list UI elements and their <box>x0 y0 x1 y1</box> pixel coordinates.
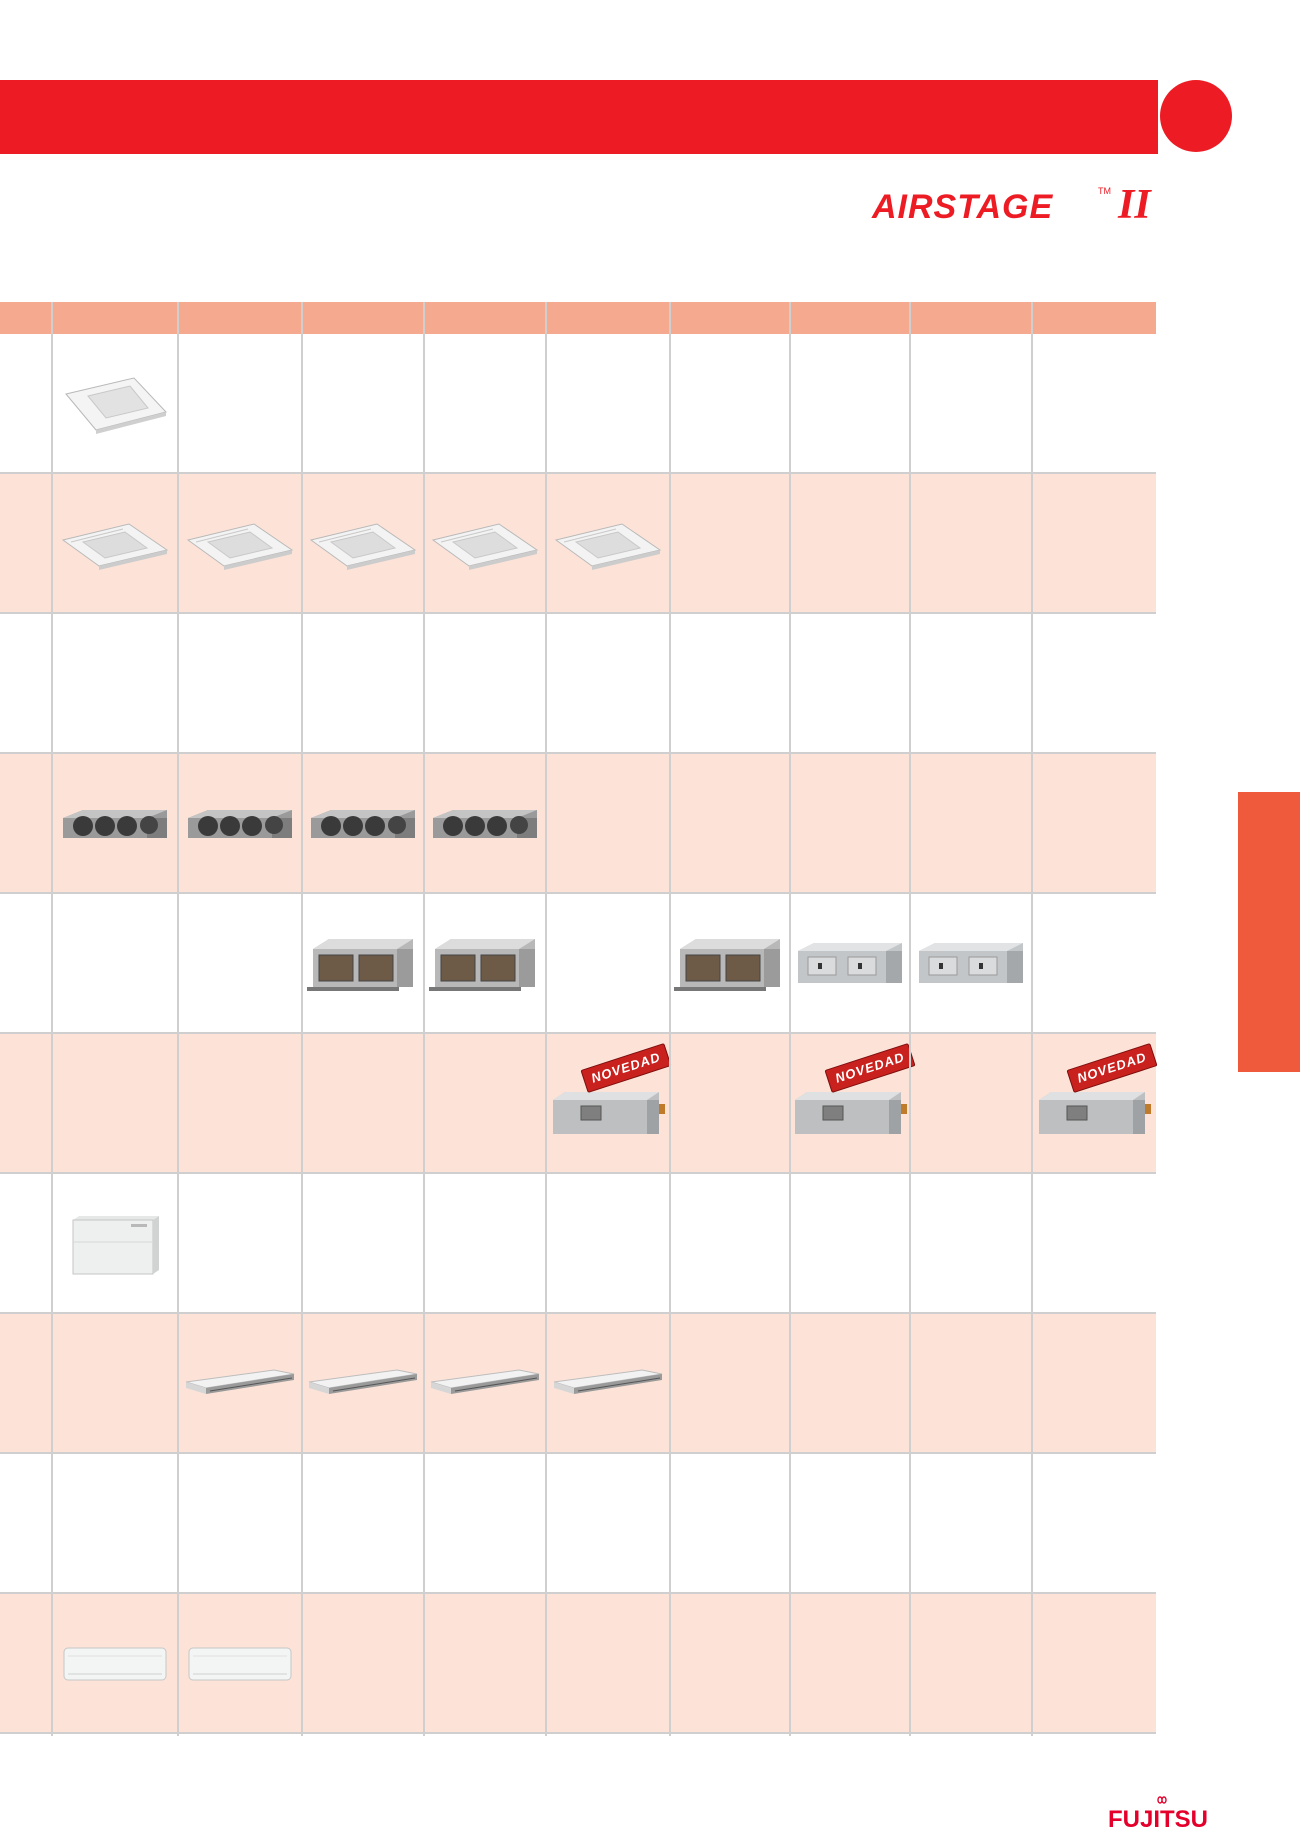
unit-image-slim-duct <box>302 754 424 894</box>
unit-image-cassette <box>546 474 670 614</box>
unit-image-wall <box>178 1594 302 1734</box>
ceiling-unit-icon <box>185 1369 295 1394</box>
duct-new-unit-icon <box>1039 1092 1151 1134</box>
table-row-new-duct: NOVEDAD NOVEDAD NOVEDAD <box>0 1034 1158 1174</box>
row-divider <box>0 612 1156 614</box>
table-row-empty-1 <box>0 614 1156 754</box>
ceiling-unit-icon <box>308 1369 418 1394</box>
row-divider <box>0 1592 1156 1594</box>
row-divider <box>0 1452 1156 1454</box>
unit-image-floor-console <box>52 1174 178 1314</box>
unit-image-duct-new <box>546 1054 670 1174</box>
unit-image-duct-closed <box>790 894 910 1034</box>
unit-image-cassette <box>302 474 424 614</box>
cassette-unit-icon <box>554 523 662 570</box>
table-header-row <box>0 302 1156 334</box>
wall-unit-icon <box>188 1647 292 1681</box>
column-divider <box>789 302 791 1736</box>
unit-image-ceiling <box>178 1314 302 1454</box>
duct-open-unit-icon <box>307 939 413 991</box>
duct-open-unit-icon <box>674 939 780 991</box>
airstage-logo: AIRSTAGE TM II <box>872 182 1162 230</box>
compact-cassette-unit-icon <box>65 377 167 434</box>
slim-duct-unit-icon <box>63 810 167 838</box>
product-table: NOVEDAD NOVEDAD NOVEDAD <box>0 302 1158 1736</box>
column-divider <box>51 302 53 1736</box>
logo-word: AIRSTAGE <box>872 188 1054 226</box>
row-divider <box>0 472 1156 474</box>
unit-image-slim-duct <box>424 754 546 894</box>
row-divider <box>0 1312 1156 1314</box>
column-divider <box>177 302 179 1736</box>
slim-duct-unit-icon <box>188 810 292 838</box>
logo-roman: II <box>1118 182 1151 228</box>
column-divider <box>1031 302 1033 1736</box>
wall-unit-icon <box>63 1647 167 1681</box>
table-row-wall <box>0 1594 1156 1734</box>
fujitsu-logo: FUJITSU <box>1108 1796 1218 1833</box>
unit-image-slim-duct <box>178 754 302 894</box>
unit-image-ceiling <box>302 1314 424 1454</box>
unit-image-duct-new <box>790 1054 910 1174</box>
row-divider <box>0 1172 1156 1174</box>
page-number-dot <box>1160 80 1232 152</box>
table-row-ceiling <box>0 1314 1156 1454</box>
cassette-unit-icon <box>431 523 539 570</box>
duct-new-unit-icon <box>553 1092 665 1134</box>
unit-image-duct-new <box>1032 1054 1156 1174</box>
table-row-floor-console <box>0 1174 1156 1314</box>
row-divider <box>0 892 1156 894</box>
unit-image-wall <box>52 1594 178 1734</box>
duct-open-unit-icon <box>429 939 535 991</box>
column-divider <box>423 302 425 1736</box>
column-divider <box>669 302 671 1736</box>
fujitsu-wordmark: FUJITSU <box>1108 1806 1209 1833</box>
unit-image-cassette <box>424 474 546 614</box>
section-side-tab <box>1238 792 1300 1072</box>
logo-tm: TM <box>1098 186 1111 196</box>
unit-image-cassette <box>178 474 302 614</box>
unit-image-ceiling <box>424 1314 546 1454</box>
table-row-compact-cassette <box>0 334 1156 474</box>
unit-image-duct-open <box>424 894 546 1034</box>
row-divider <box>0 752 1156 754</box>
fujitsu-infinity-icon <box>1157 1796 1167 1804</box>
cassette-unit-icon <box>186 523 294 570</box>
slim-duct-unit-icon <box>311 810 415 838</box>
title-band <box>0 80 1158 154</box>
column-divider <box>301 302 303 1736</box>
row-divider <box>0 1032 1156 1034</box>
unit-image-cassette <box>52 474 178 614</box>
unit-image-duct-closed <box>910 894 1032 1034</box>
cassette-unit-icon <box>309 523 417 570</box>
column-divider <box>545 302 547 1736</box>
table-row-high-static-duct <box>0 894 1156 1034</box>
unit-image-ceiling <box>546 1314 670 1454</box>
unit-image-compact-cassette <box>52 334 178 474</box>
table-row-empty-2 <box>0 1454 1156 1594</box>
unit-image-duct-open <box>302 894 424 1034</box>
ceiling-unit-icon <box>430 1369 540 1394</box>
column-divider <box>909 302 911 1736</box>
unit-image-duct-open <box>670 894 790 1034</box>
slim-duct-unit-icon <box>433 810 537 838</box>
table-row-cassette <box>0 474 1156 614</box>
duct-new-unit-icon <box>795 1092 907 1134</box>
duct-closed-unit-icon <box>798 943 902 983</box>
table-row-slim-duct <box>0 754 1156 894</box>
unit-image-slim-duct <box>52 754 178 894</box>
duct-closed-unit-icon <box>919 943 1023 983</box>
row-divider <box>0 1732 1156 1734</box>
cassette-unit-icon <box>61 523 169 570</box>
ceiling-unit-icon <box>553 1369 663 1394</box>
floor-console-unit-icon <box>72 1216 159 1275</box>
